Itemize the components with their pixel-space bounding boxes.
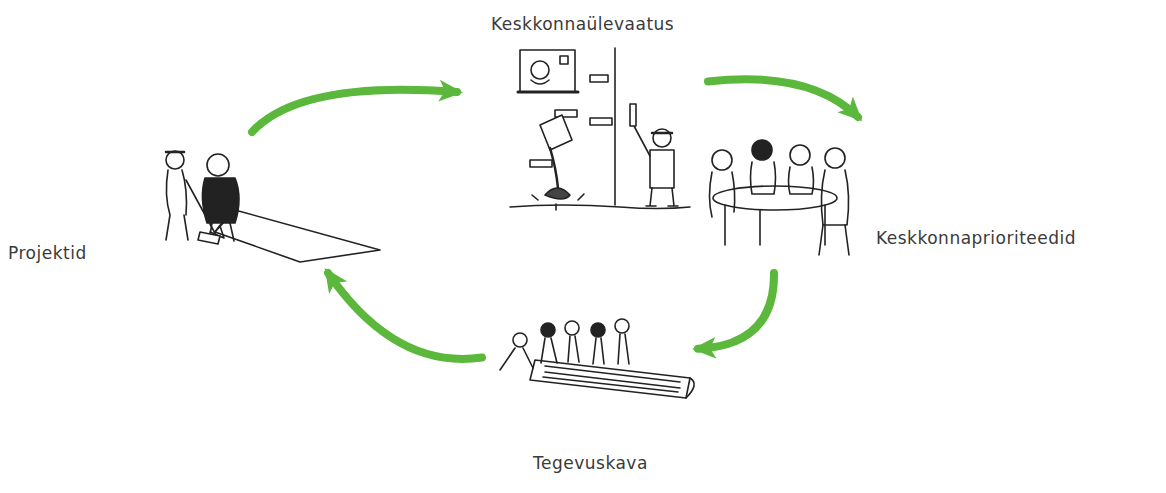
survey-cartoon [510, 48, 690, 210]
step-label: Tegevuskava [533, 453, 648, 473]
projects-cartoon [166, 151, 380, 262]
cycle-arrow [708, 79, 858, 117]
cycle-arrow [698, 273, 774, 349]
step-label: Projektid [8, 243, 87, 263]
cycle-arrow [328, 273, 482, 359]
action-plan-cartoon [500, 319, 694, 398]
cycle-arrow [252, 90, 457, 132]
step-label: Keskkonnaprioriteedid [876, 228, 1076, 248]
survey-step: Keskkonnaülevaatus [465, 8, 700, 218]
meeting-cartoon [710, 140, 850, 255]
step-label: Keskkonnaülevaatus [491, 14, 674, 34]
projects-step: Projektid [5, 140, 385, 265]
priorities-step: Keskkonnaprioriteedid [690, 125, 1110, 265]
action-plan-step: Tegevuskava [490, 305, 690, 480]
